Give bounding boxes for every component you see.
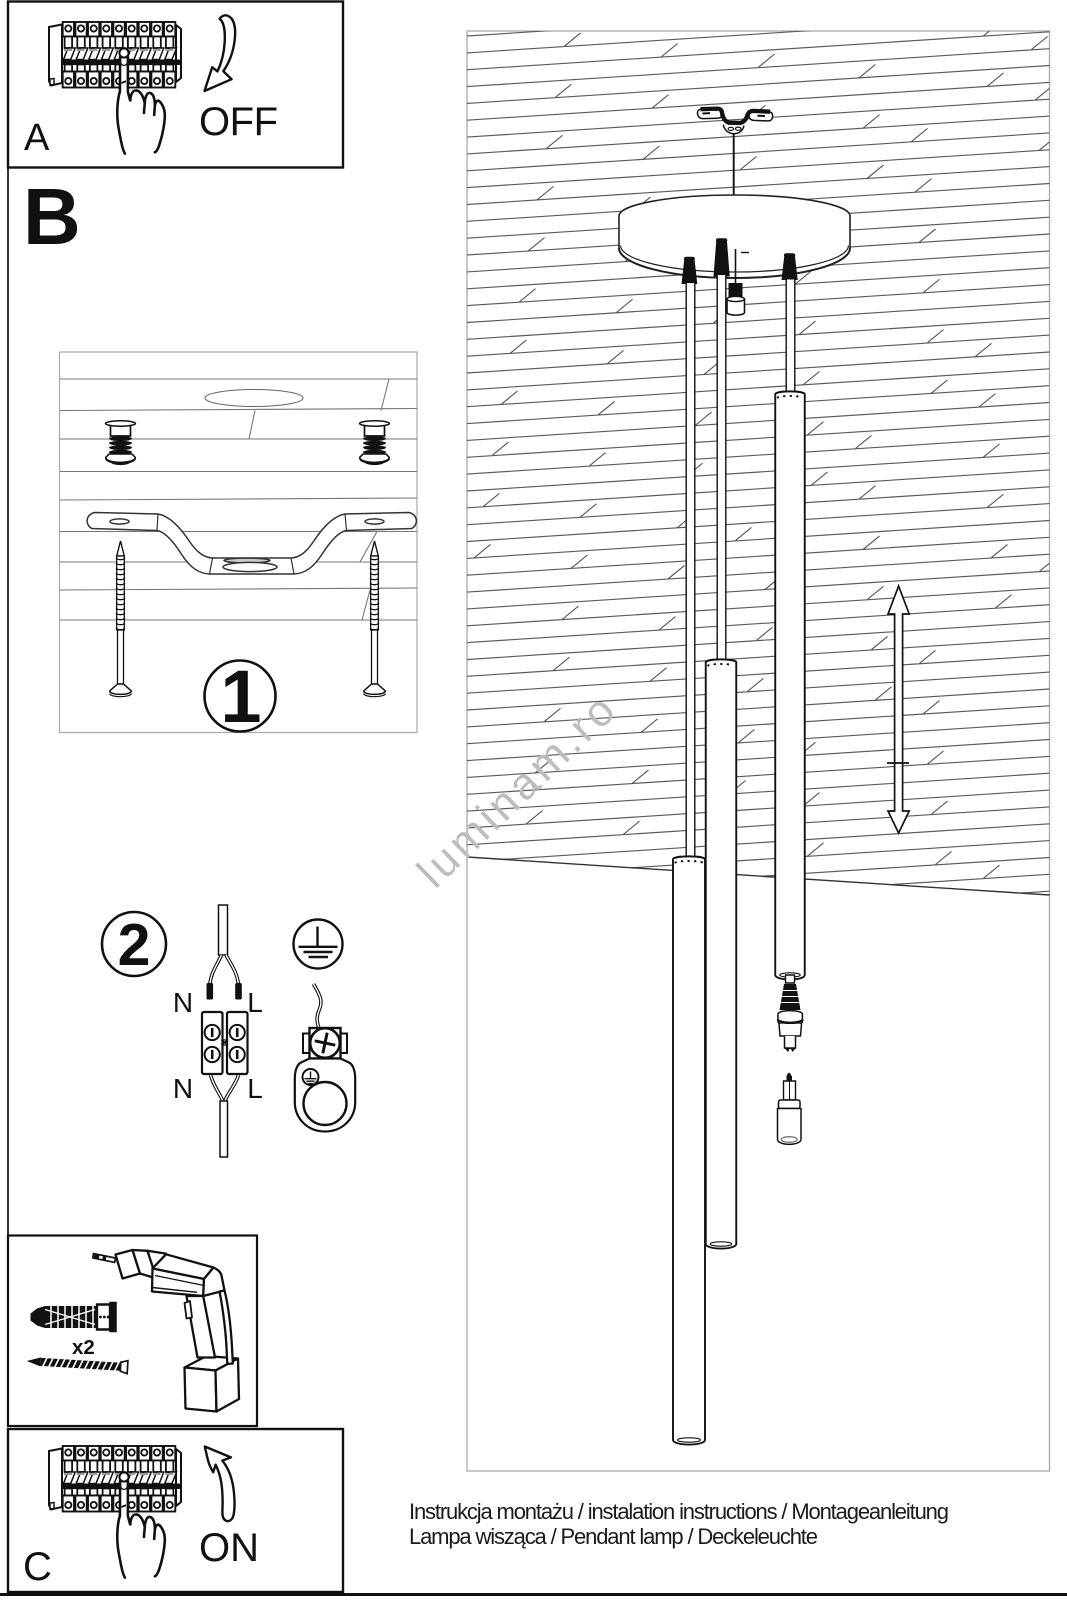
svg-text:L: L (247, 987, 263, 1018)
svg-text:A: A (24, 117, 50, 159)
svg-text:2: 2 (118, 912, 151, 978)
svg-text:OFF: OFF (199, 100, 278, 144)
svg-text:C: C (23, 1545, 52, 1589)
svg-text:N: N (173, 1073, 193, 1104)
svg-text:B: B (23, 172, 81, 261)
svg-text:ON: ON (199, 1526, 259, 1570)
svg-text:1: 1 (220, 655, 261, 738)
svg-text:N: N (173, 987, 193, 1018)
svg-text:Instrukcja montażu / instalati: Instrukcja montażu / instalation instruc… (409, 1499, 949, 1524)
svg-text:x2: x2 (72, 1336, 95, 1359)
svg-text:Lampa wisząca / Pendant lamp /: Lampa wisząca / Pendant lamp / Deckeleuc… (409, 1524, 818, 1549)
svg-text:L: L (247, 1073, 263, 1104)
